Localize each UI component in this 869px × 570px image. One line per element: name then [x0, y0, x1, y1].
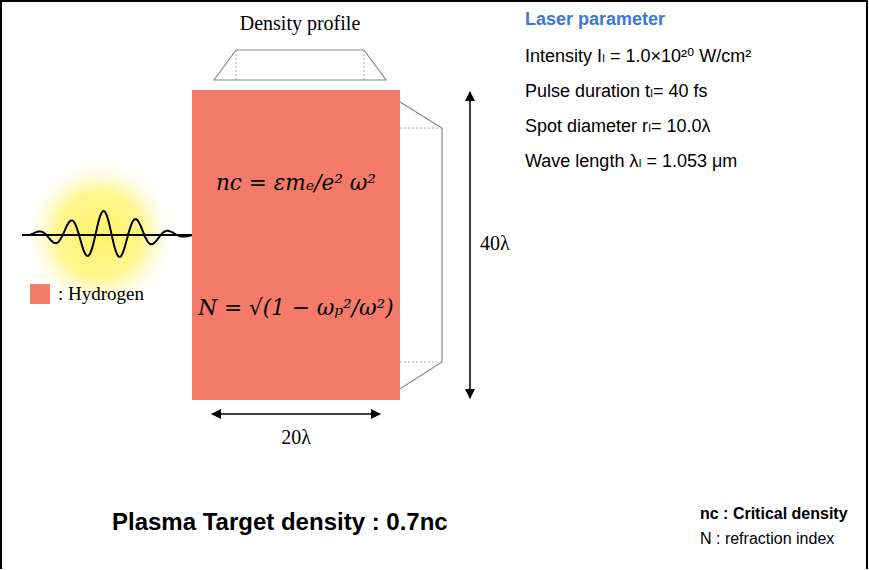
laser-axis: [22, 234, 212, 236]
section-heading: Laser parameter: [525, 9, 665, 30]
legend-text: : Hydrogen: [58, 283, 144, 305]
legend-swatch: [30, 284, 50, 304]
parameter-line: Pulse duration tₗ= 40 fs: [525, 80, 708, 102]
formula: nc = εmₑ/e² ω²: [216, 170, 376, 195]
dimension-label: 20λ: [281, 426, 311, 449]
laser-wave: [30, 211, 195, 257]
definition: N : refraction index: [700, 530, 834, 548]
width-dimension: [212, 413, 380, 415]
profile-title: Density profile: [240, 12, 361, 35]
dimension-label: 40λ: [480, 232, 510, 255]
plasma-target: nc = εmₑ/e² ω² N = √(1 − ωₚ²/ω²): [192, 90, 399, 400]
target-density: Plasma Target density : 0.7nc: [112, 508, 448, 536]
definition: nc : Critical density: [700, 505, 848, 523]
parameter-line: Wave length λₗ = 1.053 μm: [525, 150, 737, 172]
height-dimension: [469, 92, 471, 398]
formula: N = √(1 − ωₚ²/ω²): [198, 295, 393, 320]
density-profile-top: [214, 50, 386, 80]
parameter-line: Intensity Iₗ = 1.0×10²⁰ W/cm²: [525, 45, 751, 67]
parameter-line: Spot diameter rₗ= 10.0λ: [525, 115, 711, 137]
